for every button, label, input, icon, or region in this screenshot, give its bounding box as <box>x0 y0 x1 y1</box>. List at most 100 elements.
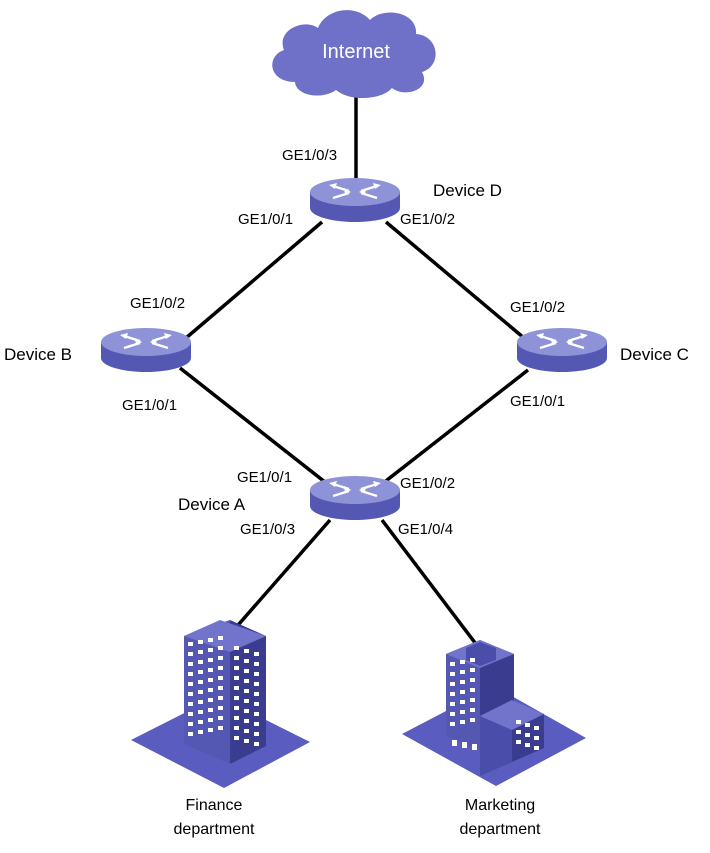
building-window <box>244 669 249 673</box>
building-window <box>234 706 239 710</box>
building-window <box>470 688 475 692</box>
building-window <box>460 710 465 714</box>
building-window <box>460 680 465 684</box>
building-window <box>198 660 203 664</box>
building-window <box>244 689 249 693</box>
building-window <box>470 658 475 662</box>
building-window <box>208 678 213 682</box>
building-window <box>244 729 249 733</box>
building-window <box>452 740 457 746</box>
link-d-c <box>384 220 526 340</box>
building-window <box>188 642 193 646</box>
port-b-ge2: GE1/0/2 <box>130 295 185 312</box>
building-window <box>188 652 193 656</box>
finance-label-line1: Finance <box>186 797 243 814</box>
finance-label-line2: department <box>174 821 255 838</box>
building-window <box>462 742 467 748</box>
building-icon-marketing <box>402 640 586 786</box>
building-window <box>450 702 455 706</box>
building-window <box>254 712 259 716</box>
building-window <box>234 686 239 690</box>
router-icon-device-a <box>308 474 402 522</box>
building-window <box>460 720 465 724</box>
building-window <box>254 732 259 736</box>
building-window <box>208 668 213 672</box>
building-window <box>254 742 259 746</box>
building-window <box>516 720 521 724</box>
link-b-a <box>178 366 332 488</box>
building-window <box>208 688 213 692</box>
port-a-ge3: GE1/0/3 <box>240 521 295 538</box>
link-d-b <box>184 220 324 340</box>
link-a-finance <box>230 518 332 634</box>
building-window <box>218 676 223 680</box>
building-window <box>198 730 203 734</box>
building-window <box>198 720 203 724</box>
building-window <box>188 682 193 686</box>
building-window <box>188 662 193 666</box>
building-window <box>198 680 203 684</box>
building-window <box>254 662 259 666</box>
building-window <box>188 672 193 676</box>
building-window <box>218 656 223 660</box>
building-window <box>534 746 539 750</box>
building-window <box>516 730 521 734</box>
building-window <box>244 659 249 663</box>
port-c-ge2: GE1/0/2 <box>510 299 565 316</box>
port-b-ge1: GE1/0/1 <box>122 397 177 414</box>
building-window <box>208 708 213 712</box>
building-window <box>234 646 239 650</box>
building-window <box>534 726 539 730</box>
port-a-ge4: GE1/0/4 <box>398 521 453 538</box>
cloud-label: Internet <box>322 41 390 63</box>
link-a-marketing <box>380 518 484 654</box>
building-window <box>244 739 249 743</box>
building-window <box>470 698 475 702</box>
device-a-name: Device A <box>178 495 246 514</box>
router-icon-device-c <box>515 326 609 374</box>
building-window <box>460 700 465 704</box>
building-window <box>188 722 193 726</box>
building-window <box>218 666 223 670</box>
building-window <box>208 658 213 662</box>
building-window <box>470 668 475 672</box>
building-window <box>188 702 193 706</box>
marketing-label-line1: Marketing <box>465 797 535 814</box>
building-window <box>234 676 239 680</box>
building-window <box>525 743 530 747</box>
building-window <box>218 646 223 650</box>
building-window <box>188 712 193 716</box>
building-window <box>234 716 239 720</box>
building-window <box>254 652 259 656</box>
building-window <box>244 709 249 713</box>
building-window <box>208 728 213 732</box>
building-window <box>234 696 239 700</box>
building-window <box>254 682 259 686</box>
building-window <box>450 682 455 686</box>
building-window <box>198 670 203 674</box>
building-window <box>460 660 465 664</box>
building-window <box>234 656 239 660</box>
building-window <box>218 696 223 700</box>
building-window <box>218 706 223 710</box>
building-window <box>254 692 259 696</box>
link-c-a <box>380 368 530 486</box>
building-window <box>470 678 475 682</box>
building-window <box>198 690 203 694</box>
port-c-ge1: GE1/0/1 <box>510 393 565 410</box>
building-window <box>208 718 213 722</box>
building-window <box>534 736 539 740</box>
building-window <box>470 708 475 712</box>
building-window <box>450 722 455 726</box>
building-window <box>450 672 455 676</box>
building-window <box>244 719 249 723</box>
building-window <box>254 722 259 726</box>
router-icon-device-b <box>99 326 193 374</box>
building-window <box>218 726 223 730</box>
building-window <box>460 670 465 674</box>
port-d-ge3: GE1/0/3 <box>282 147 337 164</box>
building-window <box>208 698 213 702</box>
building-window <box>460 690 465 694</box>
